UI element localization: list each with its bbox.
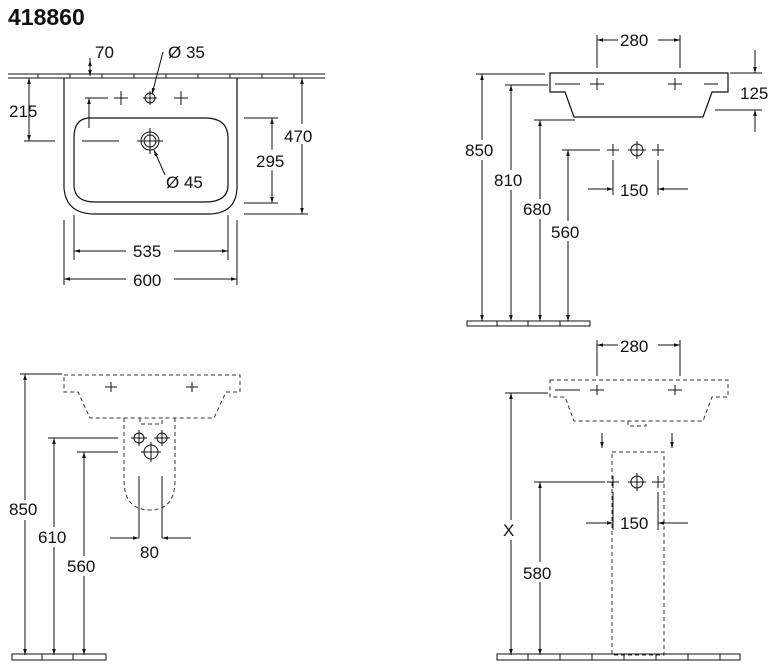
- side-view: 280 125 850 810 680 560 150: [464, 31, 768, 327]
- side-dim-850: 850: [465, 141, 493, 160]
- pedestal-dim-580: 580: [523, 564, 551, 583]
- dim-600: 600: [133, 271, 161, 290]
- drain-hole: [137, 128, 163, 154]
- pedestal-dim-x: X: [503, 521, 514, 540]
- top-view: 70 Ø 35 215 470 295 Ø 45 535 600: [8, 43, 325, 290]
- tap-holes: [114, 91, 188, 105]
- siphon-dim-560: 560: [67, 557, 95, 576]
- siphon-dim-610: 610: [38, 528, 66, 547]
- dim-535: 535: [133, 242, 161, 261]
- dim-70: 70: [95, 43, 114, 62]
- basin-outline: [63, 78, 238, 215]
- side-dim-680: 680: [523, 200, 551, 219]
- bowl-outline: [73, 117, 229, 203]
- dim-470: 470: [284, 127, 312, 146]
- side-dim-150: 150: [620, 181, 648, 200]
- side-dim-810: 810: [494, 171, 522, 190]
- dim-35: Ø 35: [168, 43, 205, 62]
- pedestal-dim-280: 280: [620, 337, 648, 356]
- dim-45: Ø 45: [166, 173, 203, 192]
- siphon-view: 80 850 610 560: [8, 373, 241, 661]
- siphon-dim-80: 80: [140, 543, 159, 562]
- side-dim-125: 125: [740, 84, 768, 103]
- dim-295: 295: [256, 152, 284, 171]
- side-dim-280: 280: [620, 31, 648, 50]
- model-number: 418860: [8, 4, 85, 30]
- pedestal-view: 280 150 X 580: [496, 336, 741, 661]
- siphon-dim-850: 850: [9, 500, 37, 519]
- side-dim-560: 560: [551, 223, 579, 242]
- basin-side: [549, 72, 729, 118]
- pedestal-dim-150: 150: [620, 514, 648, 533]
- dim-215: 215: [9, 102, 37, 121]
